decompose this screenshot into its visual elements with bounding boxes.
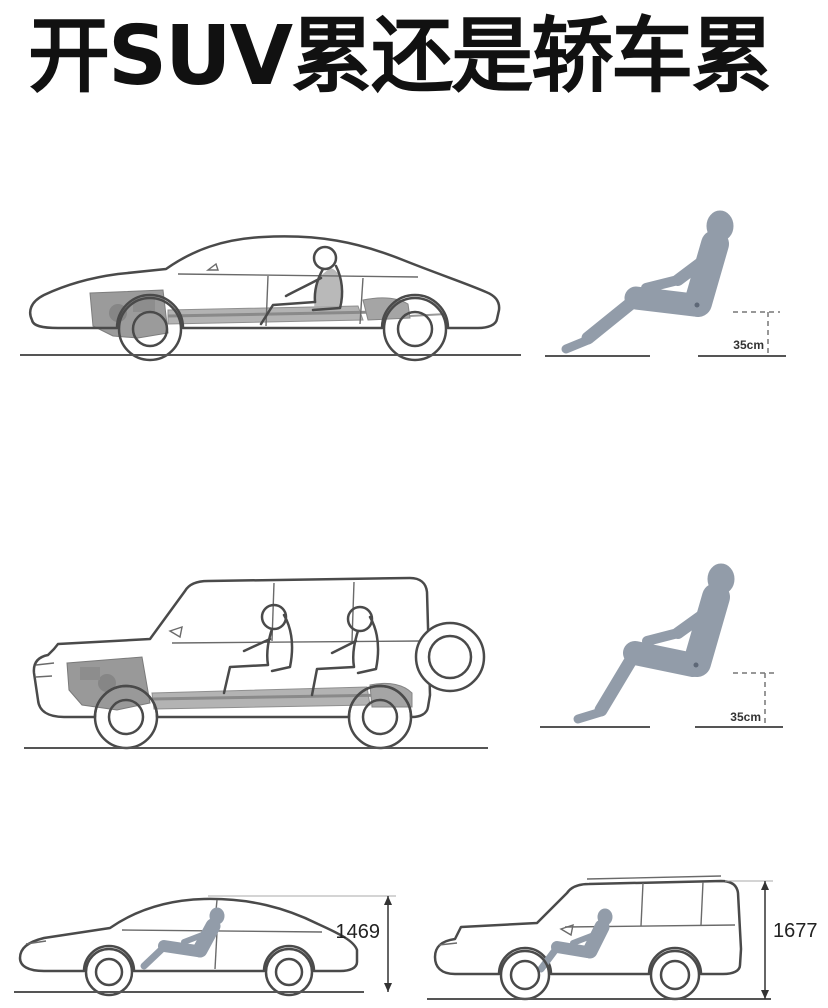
sedan-height-diagram: 1469 [14,895,396,997]
arrow-down-icon [761,990,769,999]
seat-height-label: 35cm [733,338,764,352]
sedan-driver-posture-figure: 35cm [545,210,786,357]
sedan-front-wheel [84,947,134,997]
suv-driver-posture-figure: 35cm [540,563,783,728]
suv-cutaway-diagram [24,576,488,750]
sedan-height-label: 1469 [336,921,381,943]
driver-silhouette [561,210,734,354]
arrow-up-icon [761,881,769,890]
suv-body-outline [433,875,743,976]
hip-point [693,662,699,668]
suv-front-occupant-outline [222,603,294,695]
height-dimension: 1469 [208,895,396,992]
seat-height-label: 35cm [730,710,761,724]
suv-height-diagram: 1677 [427,875,818,1001]
sedan-rear-wheel [382,296,448,362]
sedan-front-wheel [117,296,183,362]
sedan-body-outline [28,235,501,330]
sedan-cutaway-diagram [20,235,521,362]
suv-height-label: 1677 [773,920,818,942]
height-dimension: 1677 [725,880,818,999]
sedan-rear-wheel [264,947,314,997]
suv-chassis [66,656,413,711]
arrow-down-icon [384,983,392,992]
spare-tire [414,621,486,693]
suv-rear-occupant-outline [310,605,380,697]
driver-silhouette [140,907,225,970]
suv-rear-wheel [649,949,701,1001]
hip-point [694,302,700,308]
sedan-body-outline [18,897,359,973]
suv-front-wheel [499,949,551,1001]
sedan-driver-outline [259,245,344,326]
page-title: 开SUV累还是轿车累 [28,9,773,104]
driver-silhouette [573,563,735,724]
arrow-up-icon [384,896,392,905]
driver-silhouette [537,908,613,973]
